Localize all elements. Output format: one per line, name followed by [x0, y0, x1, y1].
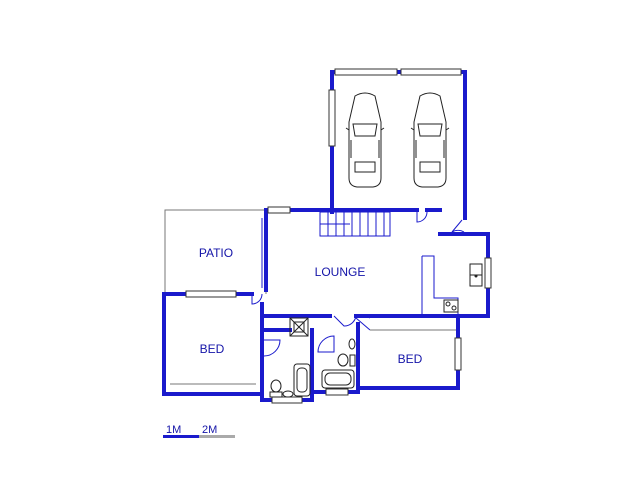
car-icon — [345, 92, 385, 188]
room-label-lounge: LOUNGE — [315, 265, 366, 279]
garage — [328, 68, 467, 233]
walls — [162, 208, 490, 402]
windows — [170, 206, 492, 404]
scale-label-2m: 2M — [202, 424, 217, 436]
scale-bar: 1M 2M — [163, 424, 235, 438]
toilet-icon — [269, 353, 356, 398]
window — [328, 89, 336, 147]
doors — [251, 293, 456, 357]
shower-icon — [289, 317, 309, 337]
room-label-bed-right: BED — [398, 352, 423, 366]
room-label-bed-left: BED — [200, 342, 225, 356]
kitchen-counter — [421, 255, 483, 316]
door — [451, 219, 463, 233]
garage-door — [334, 68, 398, 76]
stove-icon — [443, 299, 459, 313]
garage-door — [400, 68, 462, 76]
door-swing — [451, 229, 465, 233]
room-label-patio: PATIO — [199, 246, 233, 260]
car-icon — [410, 92, 450, 188]
scale-label-1m: 1M — [166, 424, 181, 436]
bathtub-icon — [293, 363, 355, 397]
basin-icon — [282, 338, 356, 398]
door — [416, 211, 428, 223]
staircase-icon — [319, 211, 391, 237]
